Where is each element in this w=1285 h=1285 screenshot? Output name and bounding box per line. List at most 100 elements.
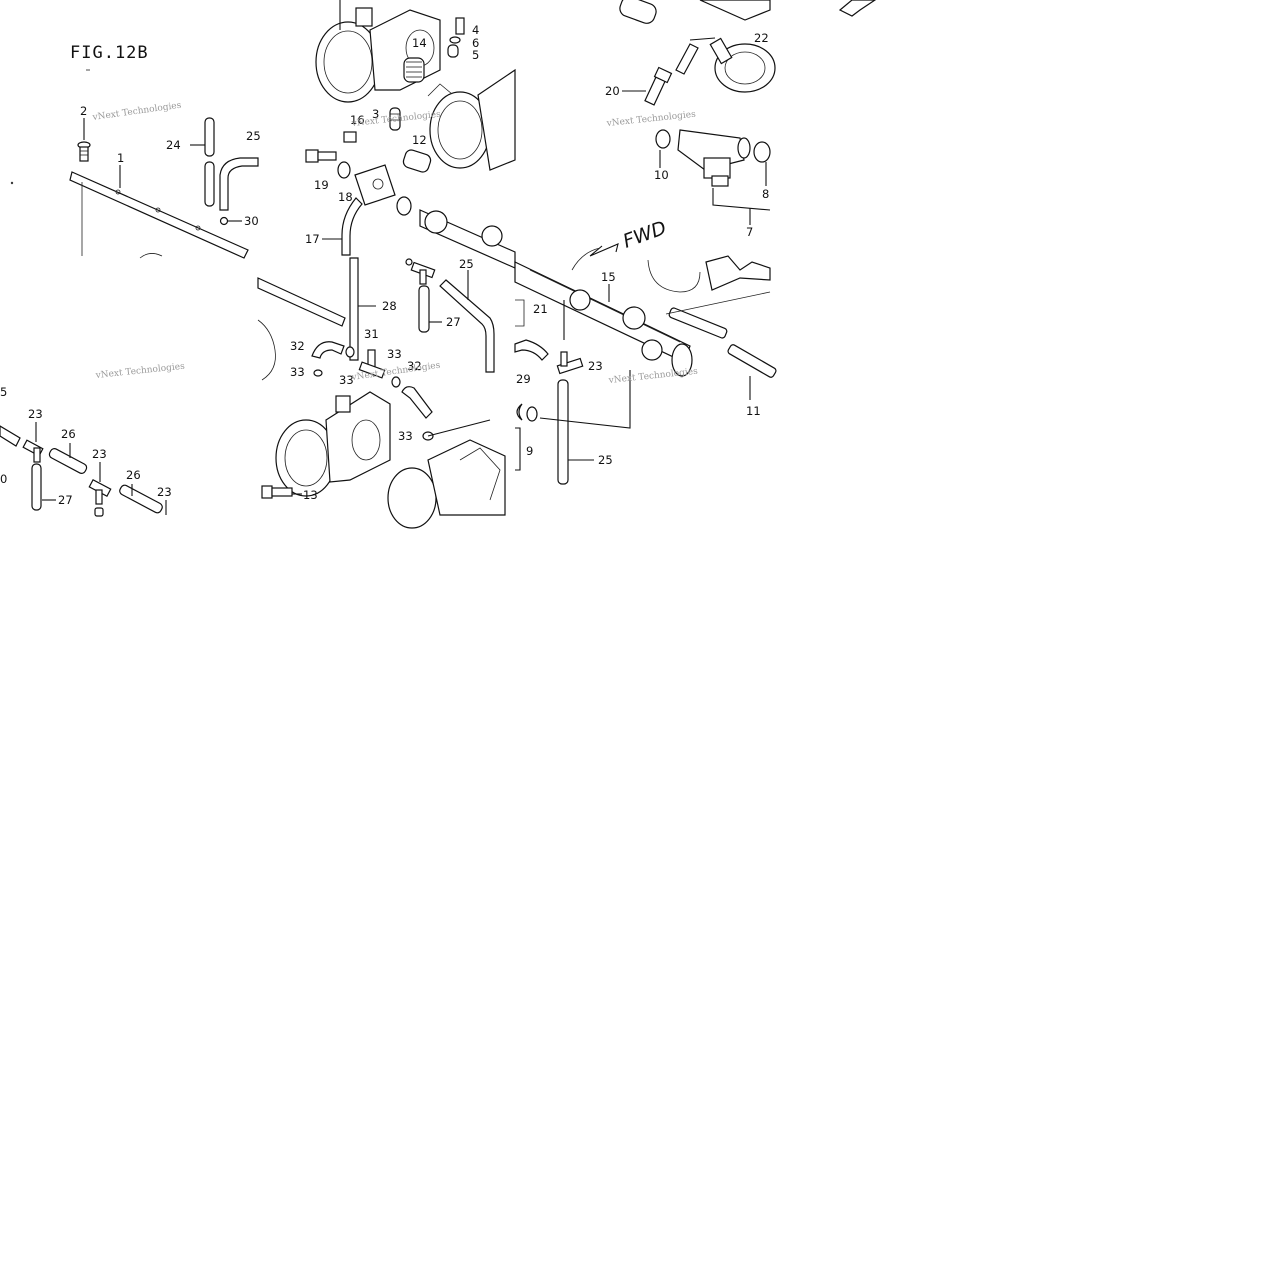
clip-33 (391, 376, 401, 388)
bracket (705, 255, 771, 291)
washer-6 (449, 36, 461, 44)
clip-9 (516, 403, 523, 421)
part-label-33: 33 (398, 429, 413, 443)
bushing-12 (402, 149, 432, 173)
hose-25 (439, 279, 495, 373)
o-ring-9 (526, 406, 538, 422)
elbow-hose-25 (219, 157, 259, 211)
rail-mount (641, 339, 663, 361)
ref-line (665, 291, 771, 315)
part-label-1: 1 (117, 151, 124, 165)
panel-bottom-right: 15 21 29 23 9 25 11 vNext Technologies (514, 247, 777, 485)
part-label-16: 16 (350, 113, 365, 127)
hose-24 (204, 117, 215, 157)
part-label-32: 32 (290, 339, 305, 353)
bolt-19 (305, 149, 337, 163)
spring-14 (403, 57, 425, 83)
hose-24-lower (204, 161, 215, 207)
part-label-29: 29 (516, 372, 531, 386)
fuel-injector (677, 129, 751, 187)
watermark: vNext Technologies (91, 101, 182, 124)
spring-5 (447, 44, 459, 58)
part-label-33: 33 (290, 365, 305, 379)
part-label-33: 33 (339, 373, 354, 387)
rail-mount (622, 306, 646, 330)
part-label-4: 4 (472, 23, 479, 37)
o-ring (396, 196, 412, 216)
fwd-label: FWD (620, 217, 669, 253)
part-label-25: 25 (459, 257, 474, 271)
hose-11 (727, 344, 777, 378)
part-label-11: 11 (746, 404, 761, 418)
part-label-13: 13 (303, 488, 318, 502)
hose-21 (515, 299, 525, 327)
part-label-9: 9 (526, 444, 533, 458)
part-label-5: 5 (0, 385, 7, 399)
screw-4 (455, 17, 465, 35)
clip-33 (345, 346, 355, 358)
screw-icon (77, 141, 91, 162)
t-joint (405, 258, 436, 285)
plate-hole (115, 189, 121, 195)
throttle-outline (647, 259, 701, 293)
part-label-27: 27 (446, 315, 461, 329)
hose-end (619, 0, 657, 24)
part-label-10: 10 (654, 168, 669, 182)
pressure-regulator (675, 37, 776, 93)
part-label-20: 20 (605, 84, 620, 98)
t-joint-23 (556, 351, 584, 375)
hose-32 (311, 341, 345, 359)
throttle-body (387, 439, 506, 529)
part-label-25: 25 (246, 129, 261, 143)
clip-33 (313, 369, 323, 377)
panel-top-middle: 14 4 6 5 3 16 12 19 18 17 vNext Technolo… (305, 0, 516, 269)
part-label-26: 26 (61, 427, 76, 441)
throttle-outline (257, 319, 276, 381)
part-label-12: 12 (412, 133, 427, 147)
part-label-3: 3 (372, 107, 379, 121)
bolt-20 (644, 66, 673, 106)
t-joint-31 (358, 349, 386, 379)
part-label-24: 24 (166, 138, 181, 152)
figure-title: FIG.12B (70, 43, 149, 63)
rail-plate (69, 171, 249, 259)
o-ring-10 (655, 129, 671, 149)
part-label-27: 27 (58, 493, 73, 507)
part-label-15: 15 (601, 270, 616, 284)
part-label-25: 25 (598, 453, 613, 467)
hose-27 (31, 463, 42, 511)
washer-18 (337, 161, 351, 179)
o-ring-8 (753, 141, 771, 163)
rail-end (671, 343, 693, 377)
part-label-2: 2 (80, 104, 87, 118)
fwd-curve (571, 247, 601, 271)
part-label-32: 32 (407, 359, 422, 373)
part-label-23: 23 (92, 447, 107, 461)
direction-arrow-icon (838, 0, 877, 17)
plate-curve (139, 253, 163, 259)
part-label-17: 17 (305, 232, 320, 246)
panel-bottom-left: 5 23 26 23 0 27 26 23 vNext Technologies (0, 362, 186, 517)
throttle-body (275, 391, 391, 497)
hose-27 (418, 285, 430, 333)
part-label-6: 6 (472, 36, 479, 50)
hose-26 (48, 448, 88, 474)
bracket (699, 0, 771, 21)
plate-hole (195, 225, 201, 231)
part-label-23: 23 (588, 359, 603, 373)
hose-29 (514, 339, 549, 361)
panel-top-left: 2 1 24 25 30 vNext Technologies (10, 101, 261, 259)
hose-32-b (401, 386, 433, 419)
t-joint-23 (22, 439, 44, 463)
hose-segment (0, 425, 21, 447)
part-label-30: 30 (244, 214, 259, 228)
part-label-26: 26 (126, 468, 141, 482)
pipe-28 (349, 257, 359, 361)
rail-plate (257, 277, 346, 327)
part-label-14: 14 (412, 36, 427, 50)
part-label-19: 19 (314, 178, 329, 192)
part-label-33: 33 (387, 347, 402, 361)
plate-hole (155, 207, 161, 213)
part-label-5: 5 (472, 48, 479, 62)
